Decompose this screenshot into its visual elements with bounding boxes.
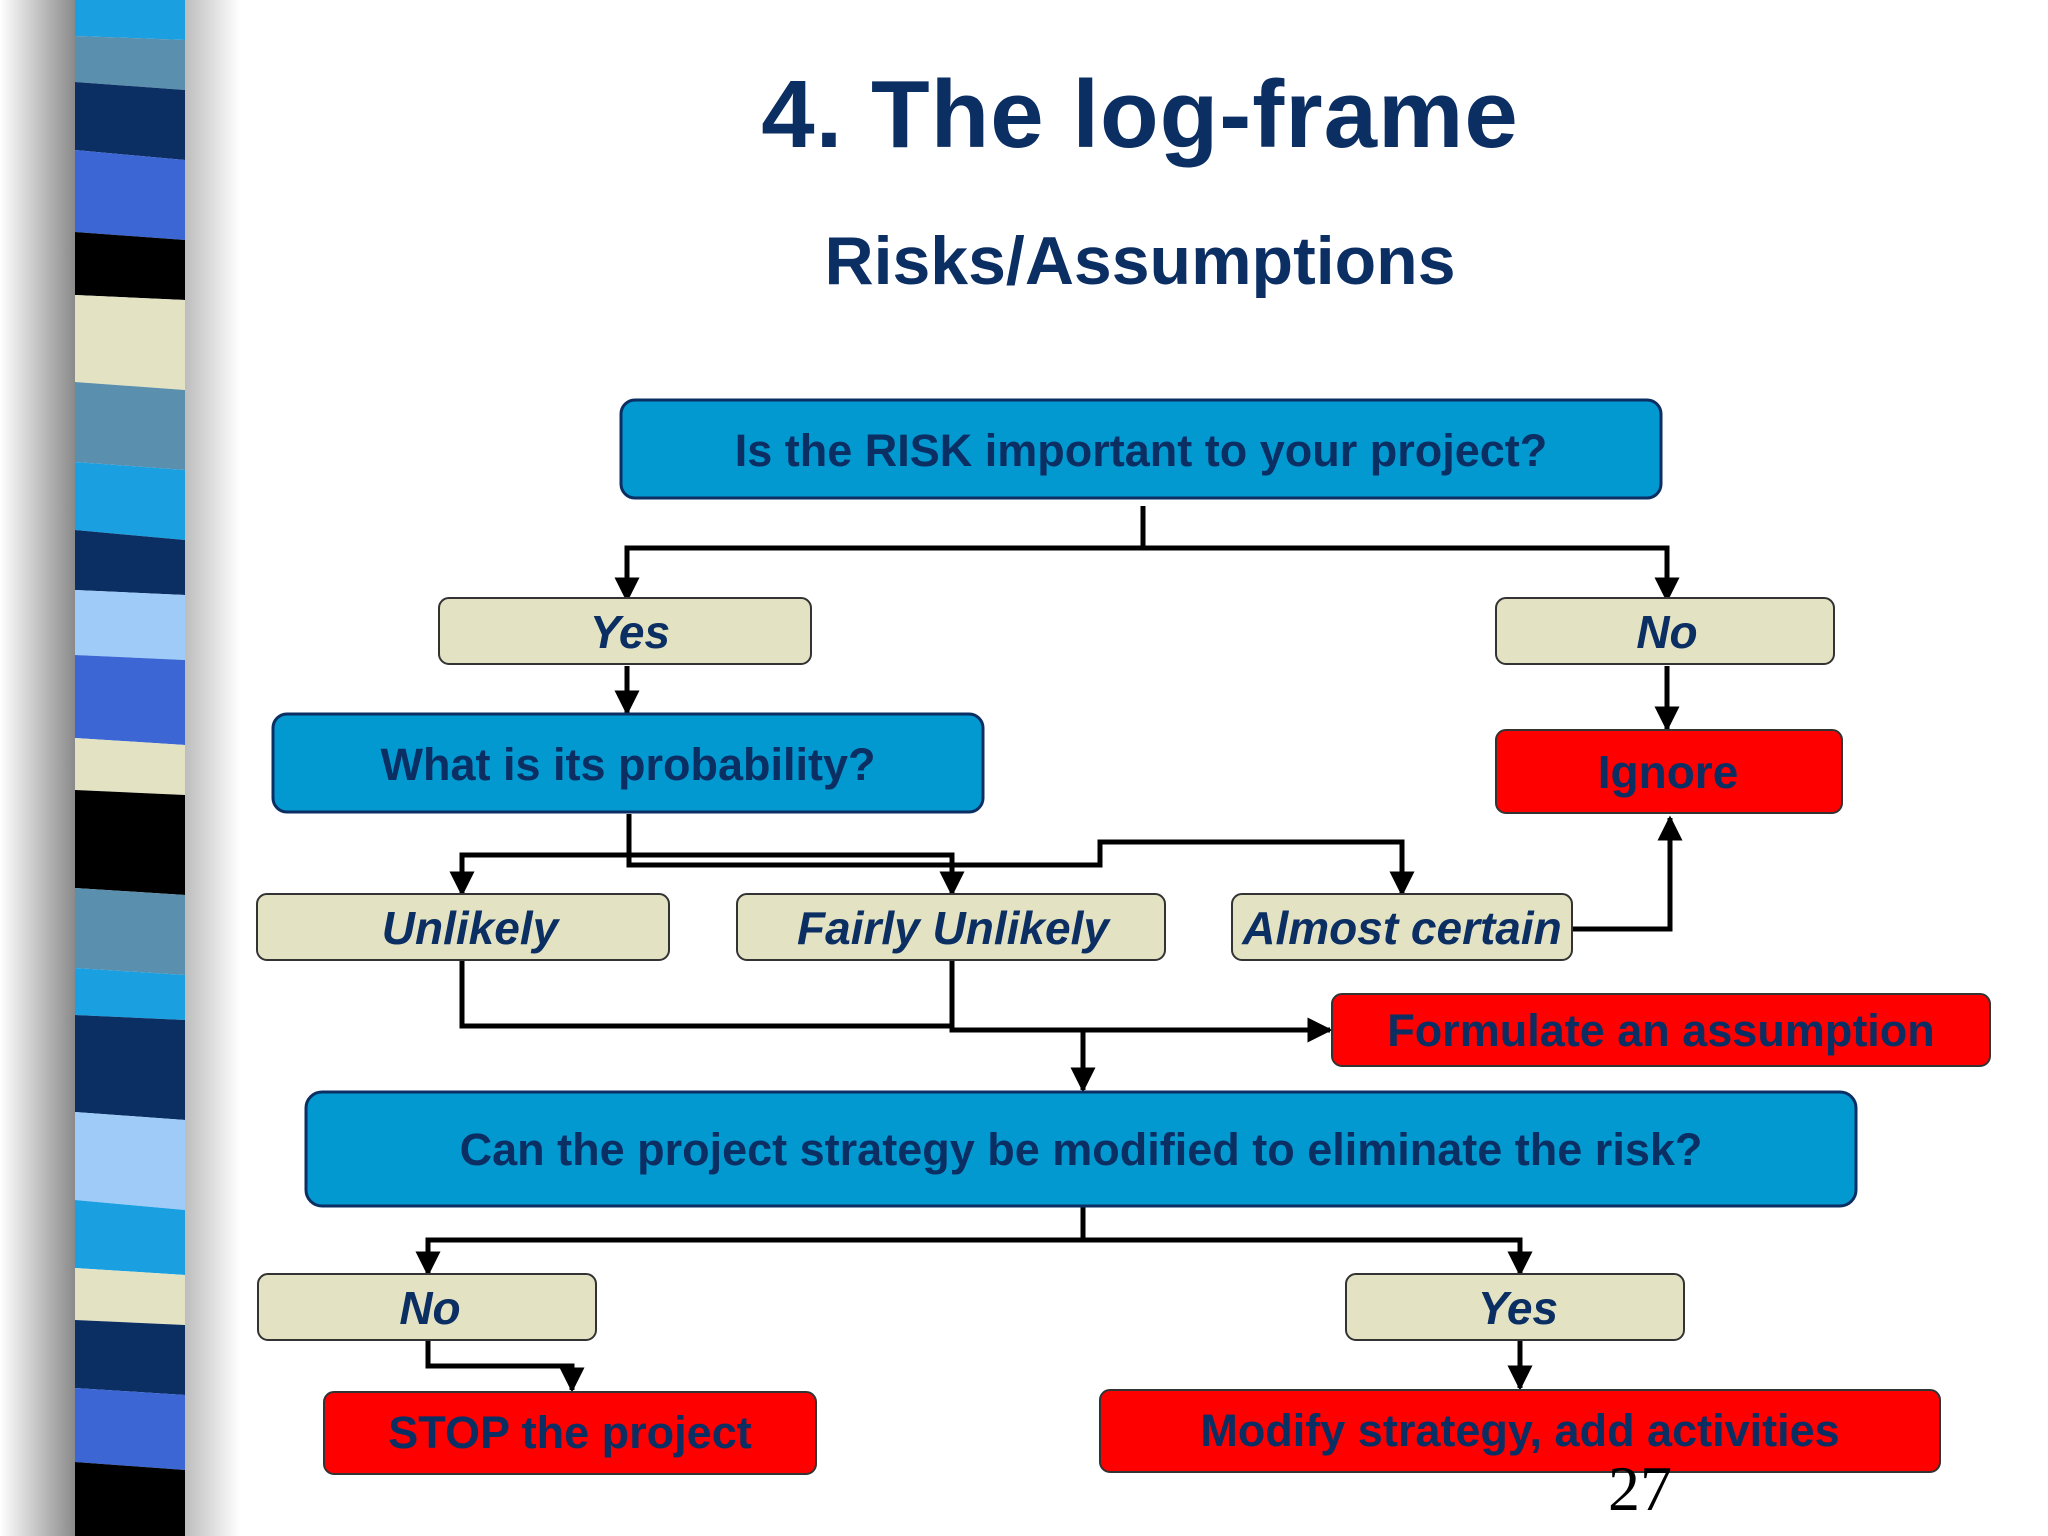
flow-connectors: [415, 506, 1683, 1393]
question-probability-text: What is its probability?: [380, 739, 875, 790]
question-modify-strategy-text: Can the project strategy be modified to …: [460, 1124, 1703, 1175]
answer-almost-certain-text: Almost certain: [1241, 902, 1562, 954]
connector-probability-certain: [626, 839, 1415, 897]
connector-unlikely-merge: [459, 960, 952, 1029]
action-formulate-assumption: Formulate an assumption: [1331, 993, 1991, 1067]
connector-probability-unlikely: [449, 814, 632, 897]
connector-probability-fairly: [629, 852, 965, 897]
question-risk-important-text: Is the RISK important to your project?: [735, 425, 1548, 476]
question-modify-strategy: Can the project strategy be modified to …: [304, 1090, 1858, 1208]
slide-subtitle: Risks/Assumptions: [824, 223, 1456, 299]
action-ignore: Ignore: [1495, 729, 1843, 814]
answer-yes-modify: Yes: [1345, 1273, 1685, 1341]
answer-yes-important-text: Yes: [590, 606, 670, 658]
question-risk-important: Is the RISK important to your project?: [619, 398, 1663, 500]
decorative-side-border: [0, 0, 240, 1536]
answer-yes-modify-text: Yes: [1478, 1282, 1558, 1334]
action-modify-strategy-text: Modify strategy, add activities: [1200, 1405, 1839, 1456]
action-modify-strategy: Modify strategy, add activities: [1099, 1389, 1941, 1473]
answer-yes-important: Yes: [438, 597, 812, 665]
answer-unlikely: Unlikely: [256, 893, 670, 961]
action-stop-project: STOP the project: [323, 1391, 817, 1475]
answer-almost-certain: Almost certain: [1231, 893, 1573, 961]
action-stop-project-text: STOP the project: [388, 1407, 751, 1458]
answer-no-modify-text: No: [399, 1282, 460, 1334]
action-ignore-text: Ignore: [1598, 746, 1739, 798]
answer-no-important: No: [1495, 597, 1835, 665]
connector-certain-ignore: [1545, 815, 1683, 932]
connector-important-no: [1143, 545, 1680, 603]
connector-no-stop: [425, 1340, 585, 1393]
connector-modify-yes: [1083, 1237, 1533, 1277]
slide-title: 4. The log-frame: [761, 61, 1519, 168]
connector-important-yes: [614, 506, 1146, 603]
answer-no-modify: No: [257, 1273, 597, 1341]
action-formulate-assumption-text: Formulate an assumption: [1387, 1005, 1935, 1056]
answer-no-important-text: No: [1636, 606, 1697, 658]
side-stripes: [75, 0, 185, 1536]
answer-unlikely-text: Unlikely: [382, 902, 561, 954]
page-number: 27: [1608, 1453, 1672, 1524]
connector-modify-no: [415, 1206, 1086, 1277]
connector-fairly-formulate: [949, 960, 1333, 1043]
answer-fairly-unlikely: Fairly Unlikely: [736, 893, 1166, 961]
question-probability: What is its probability?: [271, 712, 985, 814]
answer-fairly-unlikely-text: Fairly Unlikely: [797, 902, 1111, 954]
